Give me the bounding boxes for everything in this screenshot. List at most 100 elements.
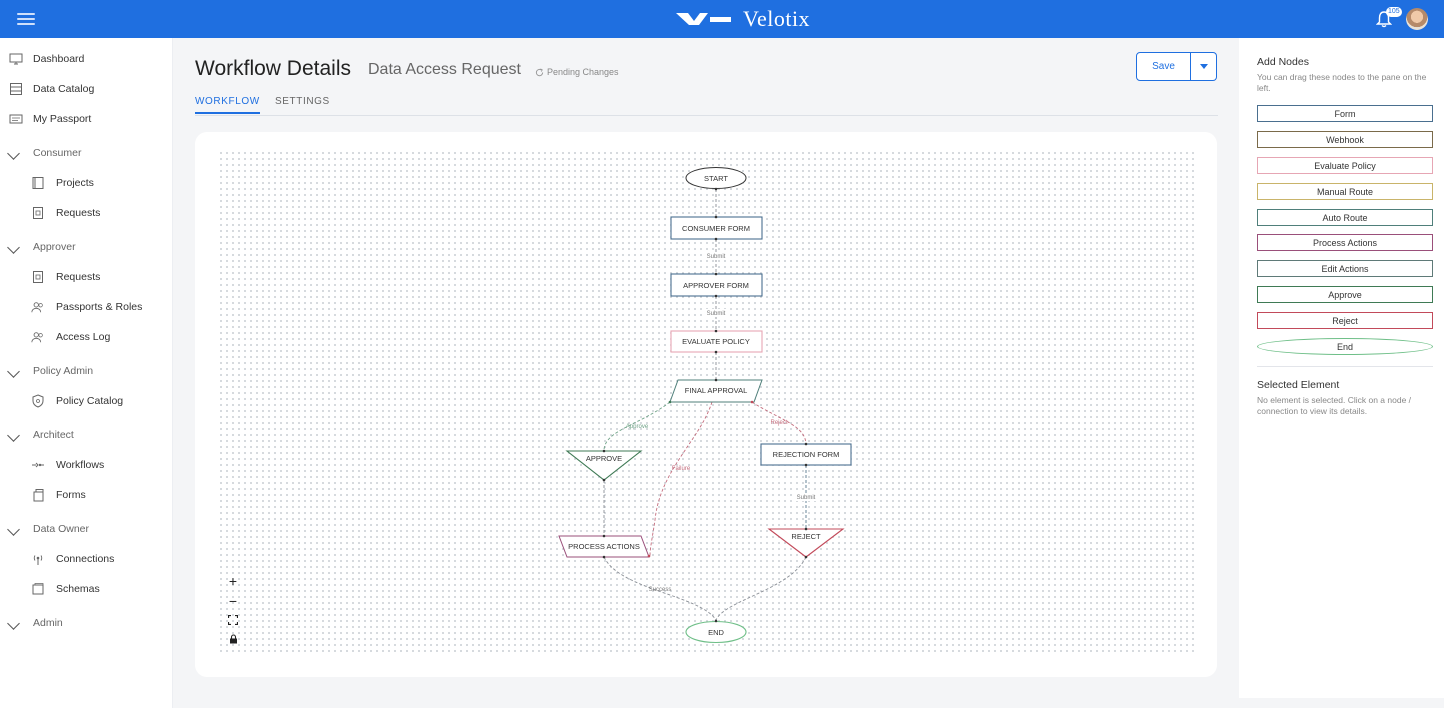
- palette-node-edit-actions[interactable]: Edit Actions: [1257, 260, 1433, 277]
- node-label: FINAL APPROVAL: [685, 386, 748, 395]
- palette-node-manual-route[interactable]: Manual Route: [1257, 183, 1433, 200]
- sidebar-item-connections[interactable]: Connections: [0, 549, 172, 569]
- connection-handle[interactable]: [804, 555, 808, 559]
- edge-reject-end[interactable]: [715, 556, 807, 621]
- palette-node-evaluate-policy[interactable]: Evaluate Policy: [1257, 157, 1433, 174]
- sidebar-item-dashboard[interactable]: Dashboard: [0, 49, 172, 69]
- node-start[interactable]: START: [685, 167, 747, 189]
- palette-node-webhook[interactable]: Webhook: [1257, 131, 1433, 148]
- connection-handle[interactable]: [804, 463, 808, 467]
- connection-handle[interactable]: [602, 449, 606, 453]
- sidebar-item-projects[interactable]: Projects: [0, 173, 172, 193]
- node-rejection-form[interactable]: REJECTION FORM: [760, 443, 852, 466]
- sidebar-group-label: Data Owner: [33, 523, 90, 535]
- status-badge: Pending Changes: [535, 67, 619, 77]
- sidebar-group-label: Architect: [33, 429, 74, 441]
- edge-failure[interactable]: [649, 401, 713, 557]
- sidebar: Dashboard Data Catalog My Passport Consu…: [0, 38, 173, 708]
- edge-label-submit: Submit: [797, 495, 816, 501]
- node-final-approval[interactable]: FINAL APPROVAL: [669, 379, 763, 403]
- node-approve[interactable]: APPROVE: [565, 450, 643, 481]
- sidebar-item-consumer-requests[interactable]: Requests: [0, 203, 172, 223]
- node-process-actions[interactable]: PROCESS ACTIONS: [558, 535, 650, 558]
- sidebar-item-my-passport[interactable]: My Passport: [0, 109, 172, 129]
- connection-handle[interactable]: [714, 350, 718, 354]
- menu-icon[interactable]: [17, 13, 35, 25]
- palette-node-reject[interactable]: Reject: [1257, 312, 1433, 329]
- connection-handle[interactable]: [602, 555, 606, 559]
- lock-button[interactable]: [225, 631, 241, 647]
- sidebar-item-policy-catalog[interactable]: Policy Catalog: [0, 391, 172, 411]
- notification-badge: 105: [1386, 7, 1402, 17]
- sidebar-item-approver-requests[interactable]: Requests: [0, 267, 172, 287]
- connection-handle[interactable]: [602, 534, 606, 538]
- connection-handle[interactable]: [714, 272, 718, 276]
- edge-success[interactable]: [603, 556, 717, 621]
- node-label: APPROVER FORM: [683, 281, 749, 290]
- sidebar-group-admin[interactable]: Admin: [0, 613, 172, 633]
- sidebar-item-passports-roles[interactable]: Passports & Roles: [0, 297, 172, 317]
- connection-handle[interactable]: [750, 400, 754, 404]
- connection-handle[interactable]: [714, 187, 718, 191]
- save-options-dropdown[interactable]: [1191, 52, 1217, 81]
- connection-handle[interactable]: [647, 554, 651, 558]
- connection-handle[interactable]: [714, 237, 718, 241]
- edge-reject[interactable]: [751, 401, 807, 445]
- palette-node-end[interactable]: End: [1257, 338, 1433, 355]
- connection-handle[interactable]: [668, 400, 672, 404]
- sidebar-group-label: Policy Admin: [33, 365, 94, 377]
- connection-handle[interactable]: [714, 378, 718, 382]
- status-text: Pending Changes: [547, 67, 619, 77]
- zoom-out-button[interactable]: −: [228, 593, 238, 609]
- node-label: APPROVE: [586, 454, 622, 463]
- sidebar-item-data-catalog[interactable]: Data Catalog: [0, 79, 172, 99]
- connection-handle[interactable]: [804, 442, 808, 446]
- tab-settings[interactable]: SETTINGS: [275, 96, 330, 107]
- palette-node-process-actions[interactable]: Process Actions: [1257, 234, 1433, 251]
- sidebar-item-label: Dashboard: [33, 53, 85, 65]
- caret-down-icon: [1199, 64, 1208, 69]
- connection-handle[interactable]: [714, 294, 718, 298]
- antenna-icon: [33, 555, 43, 565]
- node-approver-form[interactable]: APPROVER FORM: [670, 273, 763, 297]
- save-button[interactable]: Save: [1136, 52, 1191, 81]
- node-evaluate-policy[interactable]: EVALUATE POLICY: [670, 330, 763, 353]
- add-nodes-help: You can drag these nodes to the pane on …: [1257, 72, 1427, 93]
- shield-icon: [32, 394, 44, 408]
- connection-handle[interactable]: [714, 329, 718, 333]
- forms-icon: [33, 489, 44, 502]
- sidebar-item-workflows[interactable]: Workflows: [0, 455, 172, 475]
- top-bar: Velotix 105: [0, 0, 1444, 38]
- connection-handle[interactable]: [714, 215, 718, 219]
- sidebar-group-policy-admin[interactable]: Policy Admin: [0, 361, 172, 381]
- connection-handle[interactable]: [714, 619, 718, 623]
- sidebar-group-approver[interactable]: Approver: [0, 237, 172, 257]
- node-end[interactable]: END: [685, 620, 747, 644]
- edge-label-reject: Reject: [770, 420, 787, 426]
- sidebar-group-consumer[interactable]: Consumer: [0, 143, 172, 163]
- sidebar-group-data-owner[interactable]: Data Owner: [0, 519, 172, 539]
- fit-view-button[interactable]: [225, 612, 241, 628]
- sidebar-group-architect[interactable]: Architect: [0, 425, 172, 445]
- node-reject[interactable]: REJECT: [767, 528, 845, 558]
- sidebar-item-forms[interactable]: Forms: [0, 485, 172, 505]
- edge-approve[interactable]: [603, 401, 671, 451]
- zoom-in-button[interactable]: +: [228, 573, 238, 589]
- sidebar-group-label: Approver: [33, 241, 76, 253]
- sidebar-item-label: Policy Catalog: [56, 395, 124, 407]
- avatar[interactable]: [1406, 8, 1428, 30]
- connection-handle[interactable]: [804, 527, 808, 531]
- node-consumer-form[interactable]: CONSUMER FORM: [670, 216, 763, 240]
- add-nodes-title: Add Nodes: [1257, 56, 1309, 68]
- palette-node-auto-route[interactable]: Auto Route: [1257, 209, 1433, 226]
- tab-workflow[interactable]: WORKFLOW: [195, 96, 260, 114]
- velotix-logo-icon: [676, 13, 731, 25]
- connection-handle[interactable]: [602, 478, 606, 482]
- users-icon: [31, 302, 43, 313]
- palette-node-form[interactable]: Form: [1257, 105, 1433, 122]
- edge-label-approve: Approve: [626, 424, 649, 430]
- sidebar-item-access-log[interactable]: Access Log: [0, 327, 172, 347]
- sidebar-item-schemas[interactable]: Schemas: [0, 579, 172, 599]
- palette-node-approve[interactable]: Approve: [1257, 286, 1433, 303]
- sidebar-item-label: Connections: [56, 553, 115, 565]
